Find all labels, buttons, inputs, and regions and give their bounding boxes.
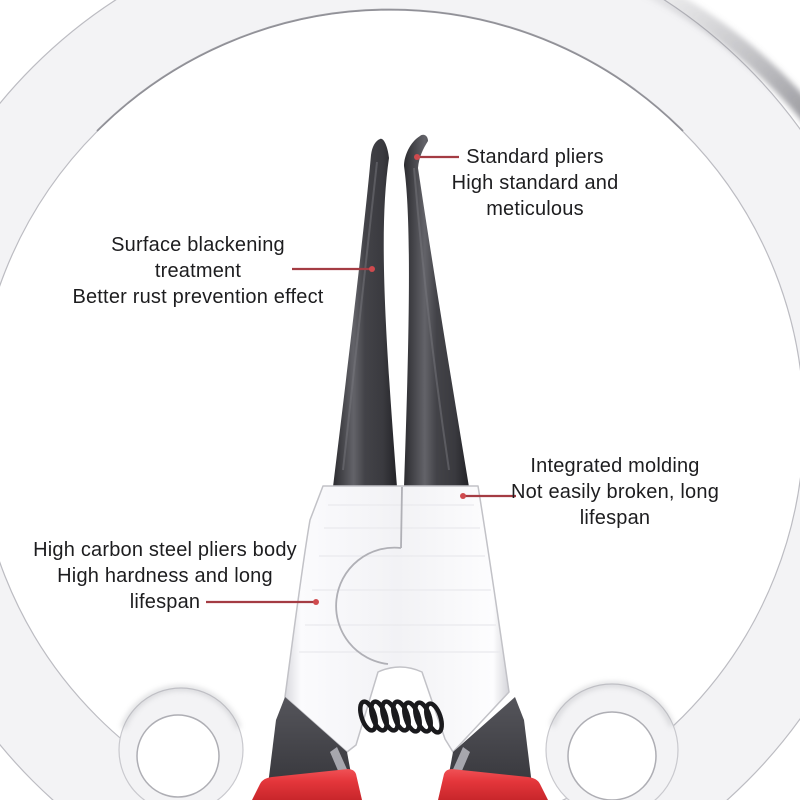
spring-coil: [380, 699, 400, 733]
snap-ring-lobe-right-shade: [550, 682, 674, 727]
snap-ring-hole-left: [136, 714, 220, 798]
spring-coil: [424, 701, 444, 735]
spring-coil: [402, 700, 422, 734]
pliers-spring: [358, 699, 444, 735]
callout-line: lifespan: [579, 507, 651, 529]
leader-dot: [460, 493, 466, 499]
callout-line: Standard pliers: [466, 146, 604, 168]
spring-coil: [391, 699, 411, 733]
snap-ring-inner-rim: [96, 8, 684, 132]
lap-joint-circle: [335, 546, 402, 665]
pliers-grip-right: [438, 769, 548, 800]
callout-line: meticulous: [486, 198, 584, 220]
snap-ring-shading: [651, 0, 800, 119]
snap-ring-hole-right: [567, 711, 657, 800]
leader-lines: [206, 154, 516, 605]
leader-dot: [369, 266, 375, 272]
callout-line: High standard and: [451, 172, 619, 194]
callout-standard-pliers: Standard pliers High standard and meticu…: [425, 144, 645, 222]
pliers-graphic: [252, 134, 548, 800]
callout-integrated-molding: Integrated molding Not easily broken, lo…: [495, 453, 735, 531]
callout-line: treatment: [154, 260, 242, 282]
callout-line: Integrated molding: [530, 455, 700, 477]
snap-ring-lobe-left-shade: [121, 685, 241, 729]
pliers-collar-left: [268, 697, 352, 785]
joint-seam: [400, 486, 403, 549]
pliers-grip-left: [252, 769, 362, 800]
spring-coil: [413, 700, 433, 734]
spring-coil: [358, 699, 378, 733]
callout-line: Surface blackening: [111, 234, 285, 256]
leader-dot: [414, 154, 420, 160]
callout-surface-blackening: Surface blackening treatment Better rust…: [48, 232, 348, 310]
callout-line: Not easily broken, long: [510, 481, 720, 503]
jaw-right-highlight: [413, 167, 450, 471]
callout-line: Better rust prevention effect: [72, 286, 324, 308]
pliers-jaw-left: [333, 138, 397, 487]
callout-line: lifespan: [129, 591, 201, 613]
spring-coil: [369, 699, 389, 733]
jaw-left-highlight: [342, 161, 378, 471]
callout-line: High hardness and long: [57, 565, 273, 587]
leader-dot: [313, 599, 319, 605]
pliers-jaw-right: [404, 134, 469, 488]
callout-line: High carbon steel pliers body: [33, 539, 297, 561]
pliers-collar-right: [448, 697, 532, 785]
callout-high-carbon-steel: High carbon steel pliers body High hardn…: [15, 537, 315, 615]
pliers-joint-body: [284, 485, 510, 753]
